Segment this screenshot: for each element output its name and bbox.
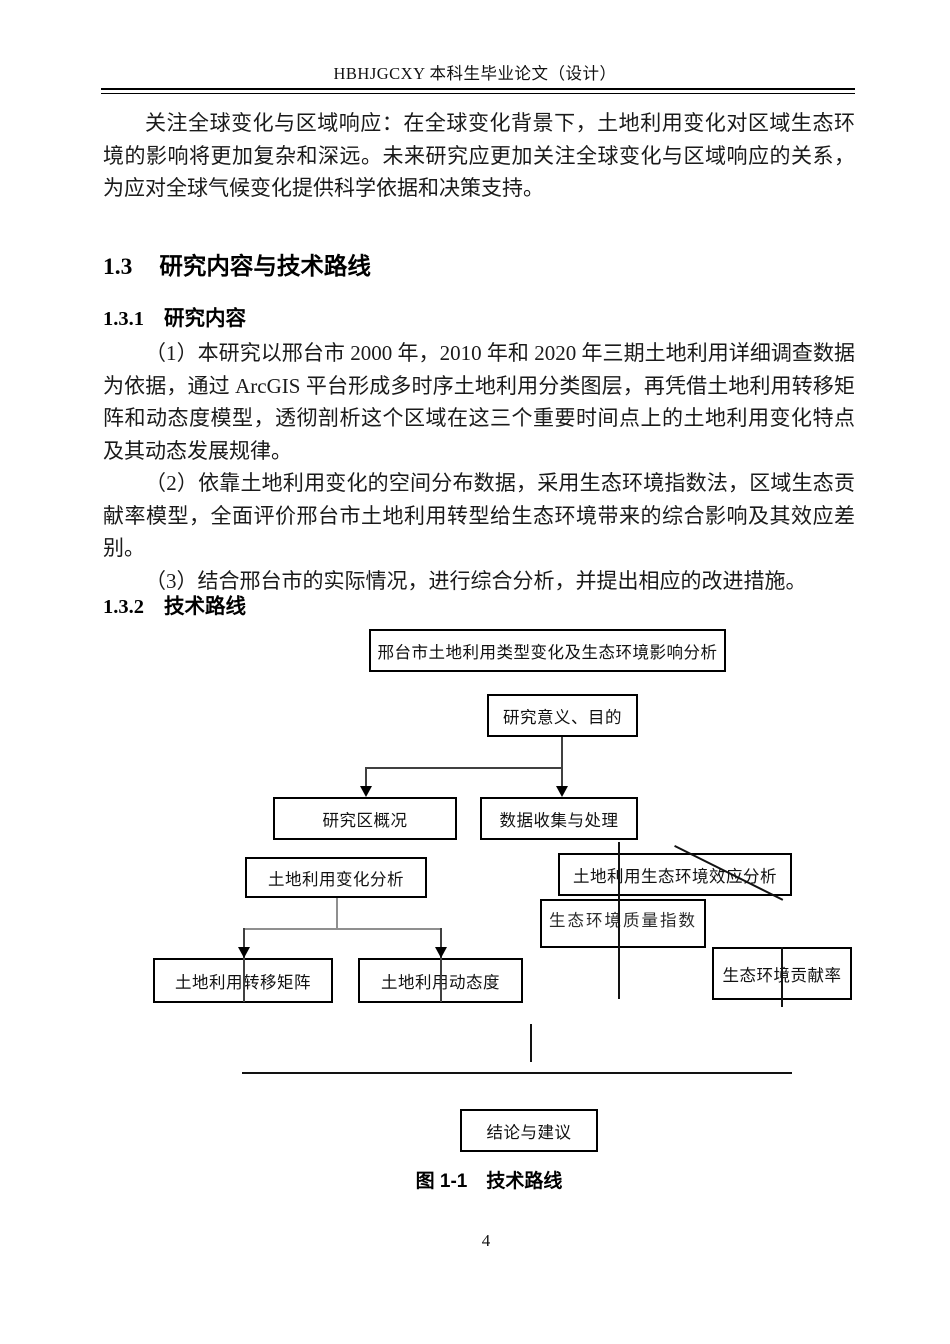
connector-landuse-stem: [336, 898, 338, 929]
running-header-title: HBHJGCXY 本科生毕业论文（设计）: [333, 64, 617, 83]
flowchart-box-data-processing: 数据收集与处理: [480, 797, 638, 840]
diagonal-strike-line: [674, 845, 784, 901]
intro-paragraph-block: 关注全球变化与区域响应：在全球变化背景下，土地利用变化对区域生态环境的影响将更加…: [103, 107, 855, 205]
arrowhead-down-icon: [238, 947, 250, 958]
section-heading-1-3-1: 1.3.1 研究内容: [103, 301, 246, 331]
paragraph-global-change: 关注全球变化与区域响应：在全球变化背景下，土地利用变化对区域生态环境的影响将更加…: [103, 111, 855, 200]
research-item-2: （2）依靠土地利用变化的空间分布数据，采用生态环境指数法，区域生态贡献率模型，全…: [103, 471, 855, 560]
section-title: 技术路线: [164, 595, 246, 618]
line-through-eco-contribution: [781, 947, 783, 1007]
connector-branch1-right-drop: [561, 767, 563, 787]
section-title: 研究内容与技术路线: [159, 253, 371, 279]
connector-bottom-horizontal: [242, 1072, 792, 1075]
flowchart-box-eco-contribution: 生态环境贡献率: [712, 947, 852, 1000]
arrowhead-down-icon: [360, 786, 372, 797]
connector-bottom-stub: [530, 1024, 532, 1062]
flowchart-box-landuse-change: 土地利用变化分析: [245, 857, 427, 898]
page-number: 4: [481, 1231, 491, 1250]
section-number: 1.3.1: [103, 308, 144, 330]
flowchart-box-eco-quality-index: 生态环境质量指数: [540, 899, 706, 948]
connector-branch2-horizontal: [243, 928, 441, 930]
flowchart-box-eco-effect: 土地利用生态环境效应分析: [558, 853, 792, 896]
figure-caption: 图 1-1 技术路线: [415, 1171, 563, 1192]
header-rule-thin: [101, 93, 855, 94]
section-heading-1-3: 1.3 研究内容与技术路线: [103, 247, 371, 281]
section-number: 1.3: [103, 254, 133, 280]
research-item-3: （3）结合邢台市的实际情况，进行综合分析，并提出相应的改进措施。: [145, 568, 807, 593]
section-title: 研究内容: [164, 307, 246, 330]
arrowhead-down-icon: [556, 786, 568, 797]
header-rule-thick: [101, 88, 855, 91]
section-heading-1-3-2: 1.3.2 技术路线: [103, 589, 246, 619]
line-through-eco-effect: [618, 842, 620, 999]
research-content-block: （1）本研究以邢台市 2000 年，2010 年和 2020 年三期土地利用详细…: [103, 337, 855, 597]
section-number: 1.3.2: [103, 596, 144, 618]
flowchart-box-dynamic-degree: 土地利用动态度: [358, 958, 523, 1003]
flowchart-box-study-area: 研究区概况: [273, 797, 457, 840]
connector-branch2-right-drop: [440, 928, 442, 1002]
flowchart-box-purpose: 研究意义、目的: [487, 694, 638, 737]
connector-purpose-stem: [561, 737, 563, 768]
connector-branch1-horizontal: [365, 767, 563, 769]
connector-branch1-left-drop: [365, 767, 367, 787]
arrowhead-down-icon: [435, 947, 447, 958]
flowchart-box-root: 邢台市土地利用类型变化及生态环境影响分析: [369, 629, 726, 672]
research-item-1: （1）本研究以邢台市 2000 年，2010 年和 2020 年三期土地利用详细…: [103, 341, 855, 463]
connector-branch2-left-drop: [243, 928, 245, 1002]
flowchart-box-transfer-matrix: 土地利用转移矩阵: [153, 958, 333, 1003]
flowchart-box-conclusion: 结论与建议: [460, 1109, 598, 1152]
